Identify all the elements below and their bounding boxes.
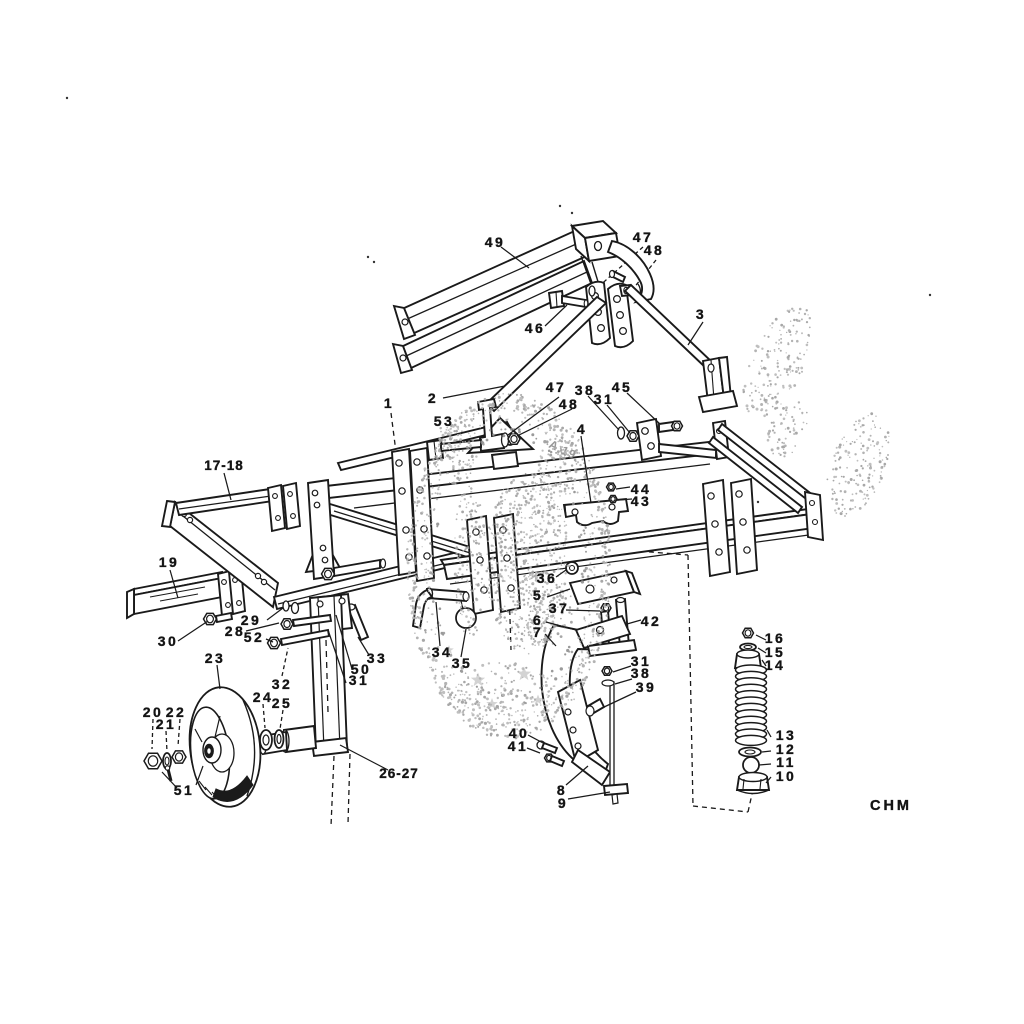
svg-text:30: 30 xyxy=(158,633,179,649)
svg-text:15: 15 xyxy=(765,644,786,660)
svg-text:40: 40 xyxy=(509,725,530,741)
svg-text:31: 31 xyxy=(349,672,370,688)
svg-text:34: 34 xyxy=(432,644,453,660)
svg-text:48: 48 xyxy=(559,396,580,412)
svg-text:31: 31 xyxy=(631,653,652,669)
svg-text:48: 48 xyxy=(644,242,665,258)
svg-text:5: 5 xyxy=(533,587,543,603)
svg-text:38: 38 xyxy=(631,665,652,681)
svg-text:37: 37 xyxy=(549,600,570,616)
svg-text:52: 52 xyxy=(244,629,265,645)
svg-text:23: 23 xyxy=(205,650,226,666)
svg-text:44: 44 xyxy=(631,481,652,497)
svg-text:24: 24 xyxy=(253,689,274,705)
svg-text:43: 43 xyxy=(631,493,652,509)
svg-text:25: 25 xyxy=(272,695,293,711)
svg-text:26-27: 26-27 xyxy=(379,766,419,781)
svg-text:35: 35 xyxy=(452,655,473,671)
svg-text:11: 11 xyxy=(776,754,796,770)
svg-text:51: 51 xyxy=(174,782,195,798)
svg-text:21: 21 xyxy=(156,716,177,732)
svg-text:53: 53 xyxy=(434,413,455,429)
svg-text:32: 32 xyxy=(272,676,293,692)
svg-text:50: 50 xyxy=(351,661,372,677)
svg-text:33: 33 xyxy=(367,650,388,666)
svg-text:39: 39 xyxy=(636,679,657,695)
svg-text:14: 14 xyxy=(765,657,786,673)
svg-text:45: 45 xyxy=(612,379,633,395)
svg-text:7: 7 xyxy=(533,624,543,640)
svg-text:41: 41 xyxy=(508,738,529,754)
svg-text:29: 29 xyxy=(241,612,262,628)
svg-text:16: 16 xyxy=(765,630,786,646)
svg-text:42: 42 xyxy=(641,613,662,629)
svg-text:2: 2 xyxy=(428,390,438,406)
svg-text:47: 47 xyxy=(633,229,654,245)
svg-text:6: 6 xyxy=(533,612,543,628)
svg-text:1: 1 xyxy=(384,395,394,411)
svg-text:CHM: CHM xyxy=(870,798,912,814)
svg-text:36: 36 xyxy=(537,570,558,586)
svg-text:9: 9 xyxy=(558,795,568,811)
svg-text:47: 47 xyxy=(546,379,567,395)
svg-text:3: 3 xyxy=(696,306,706,322)
svg-text:4: 4 xyxy=(577,421,587,437)
svg-text:31: 31 xyxy=(594,391,615,407)
svg-text:13: 13 xyxy=(776,727,797,743)
svg-text:17-18: 17-18 xyxy=(204,458,244,473)
svg-text:8: 8 xyxy=(557,782,567,798)
svg-text:49: 49 xyxy=(485,234,506,250)
svg-text:12: 12 xyxy=(776,741,797,757)
svg-text:22: 22 xyxy=(166,704,187,720)
svg-text:46: 46 xyxy=(525,320,546,336)
svg-text:20: 20 xyxy=(143,704,164,720)
svg-text:38: 38 xyxy=(575,382,596,398)
svg-text:19: 19 xyxy=(159,554,180,570)
svg-text:10: 10 xyxy=(776,768,797,784)
svg-text:28: 28 xyxy=(225,623,246,639)
